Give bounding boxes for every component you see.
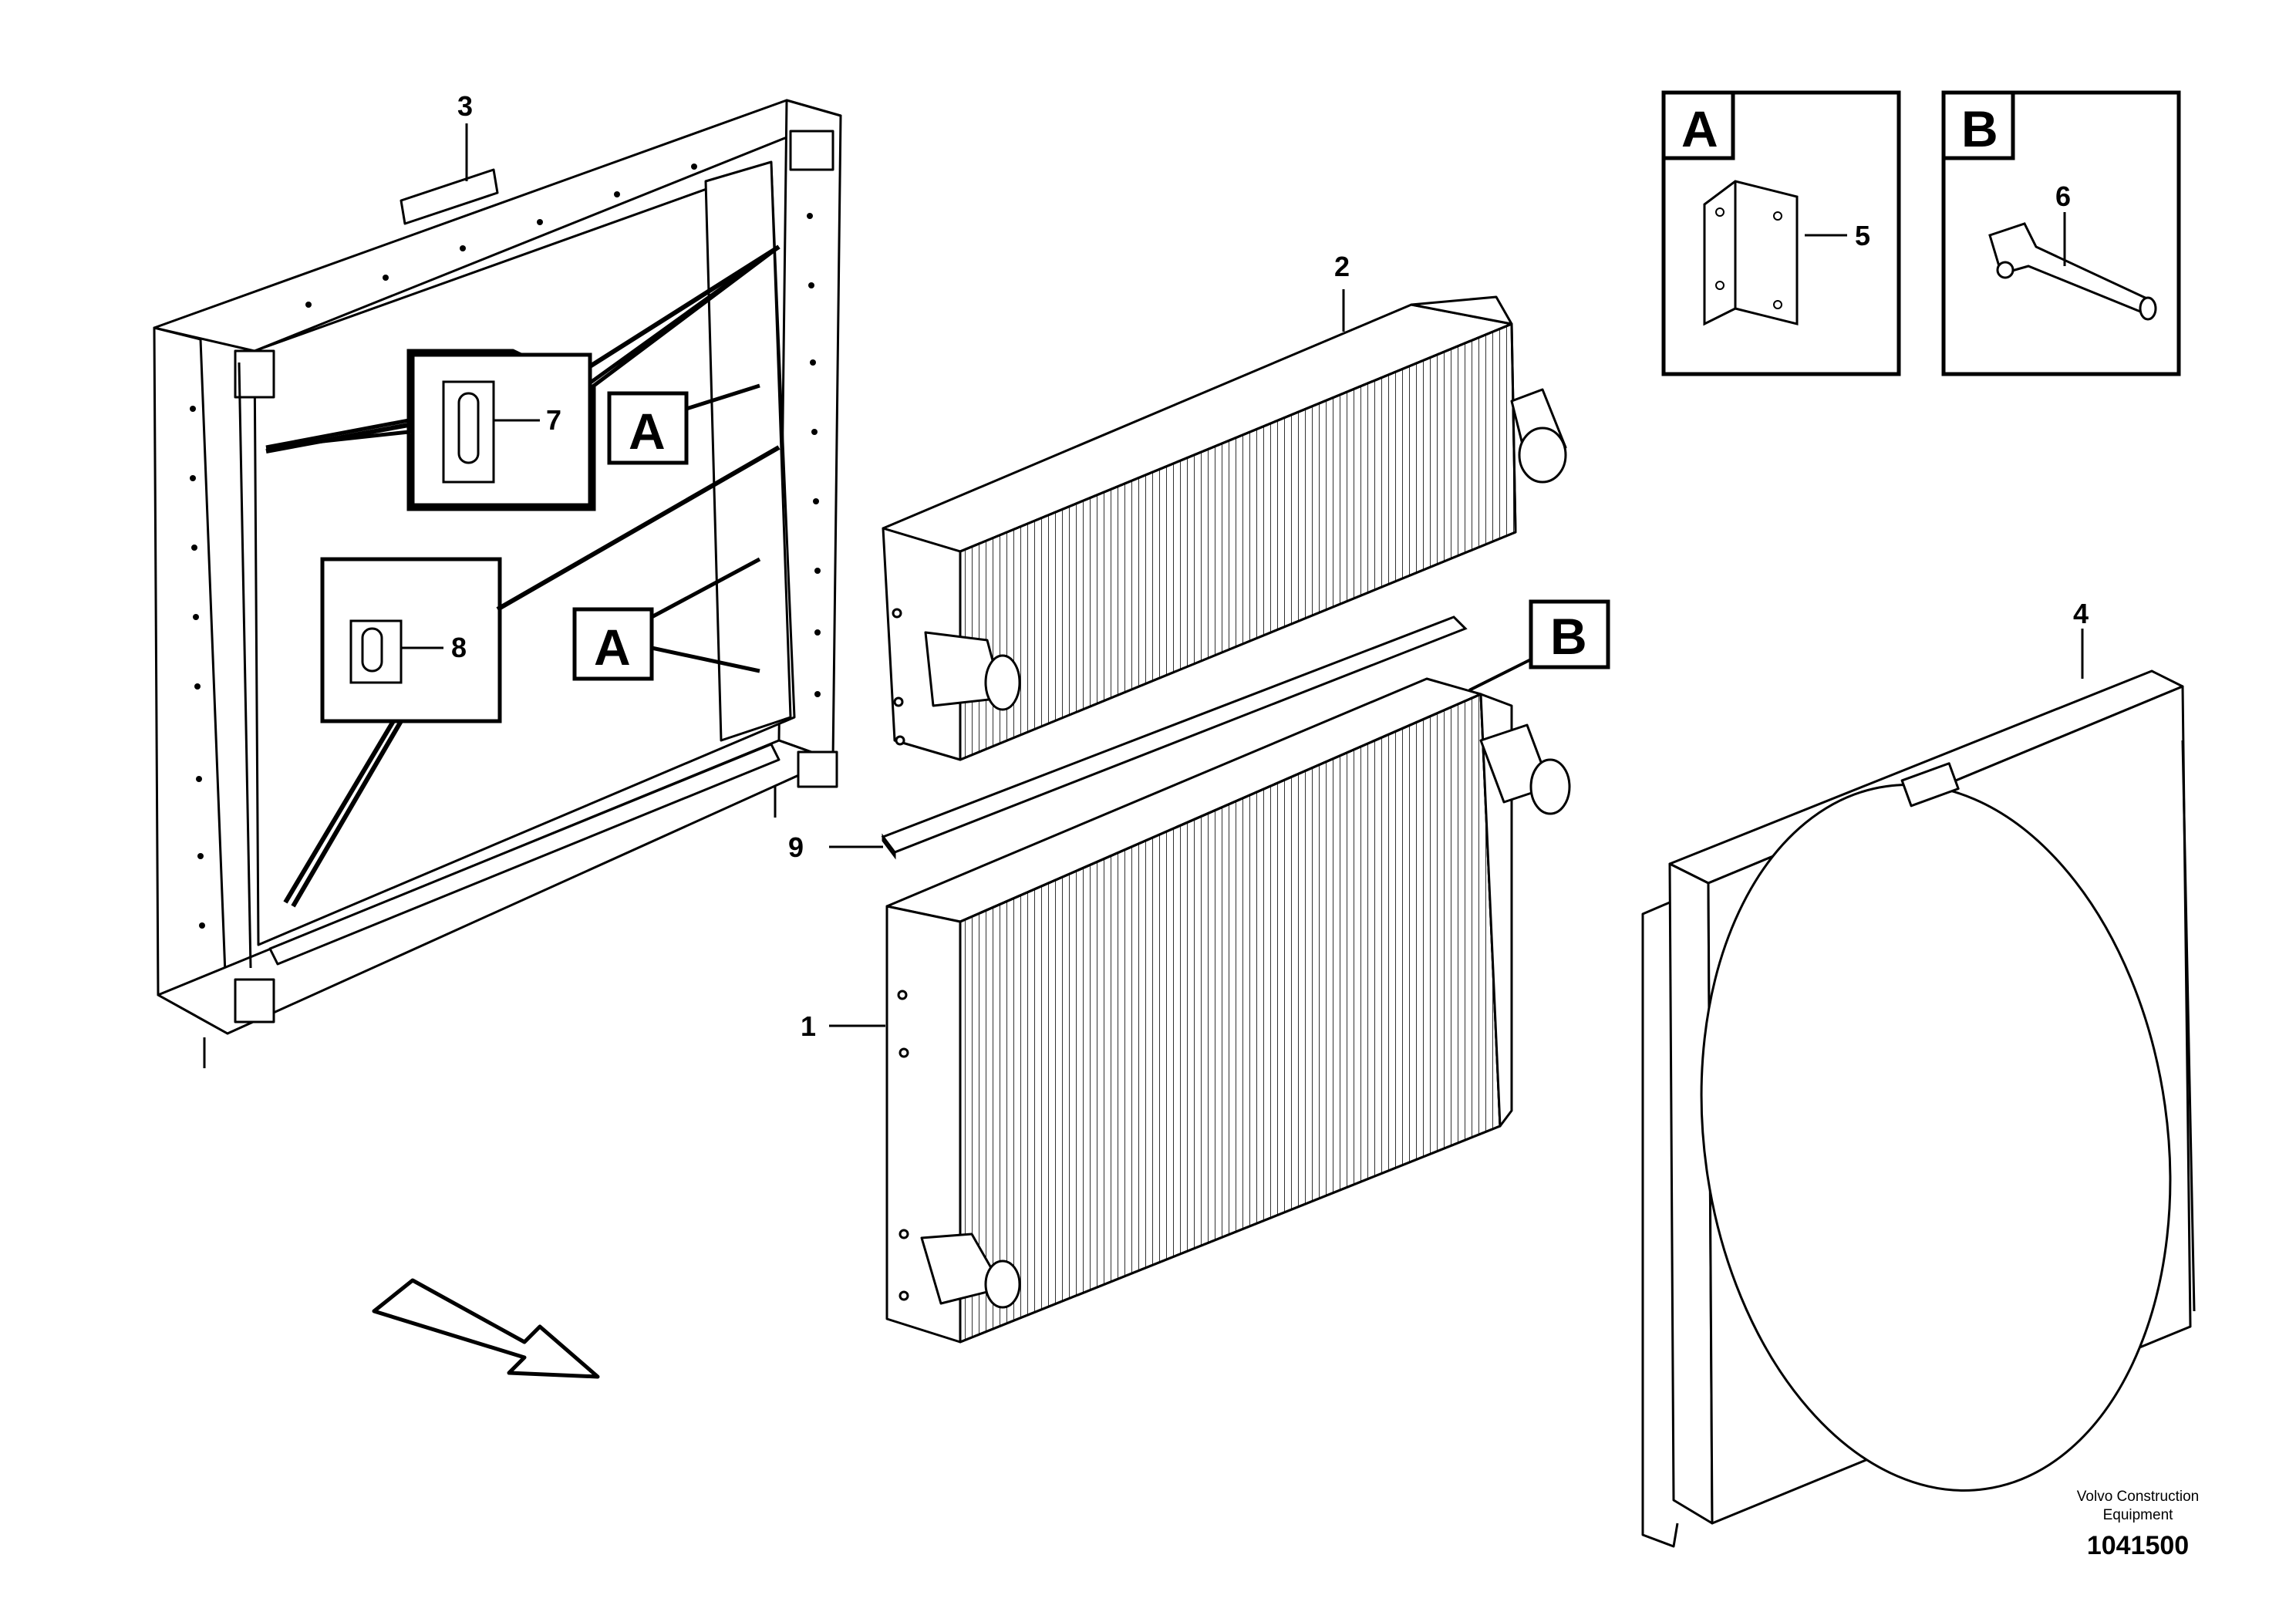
detail-box-7 — [265, 244, 781, 511]
detail-a-letter: A — [1681, 100, 1718, 157]
spacer-part-8-icon — [349, 619, 403, 684]
callout-7: 7 — [546, 404, 561, 436]
frame-bolt-holes — [190, 164, 821, 929]
company-name-line2: Equipment — [2103, 1507, 2174, 1523]
callout-2: 2 — [1334, 251, 1350, 282]
callout-9: 9 — [788, 831, 804, 863]
drawing-number: 1041500 — [2087, 1531, 2189, 1560]
detail-b-letter: B — [1961, 100, 1998, 157]
company-name-line1: Volvo Construction — [2077, 1489, 2199, 1505]
view-b-letter: B — [1550, 608, 1587, 665]
spacer-part-7-icon — [442, 380, 495, 484]
callout-5: 5 — [1855, 220, 1870, 251]
view-b-label — [1468, 599, 1610, 692]
view-a-letter-lower: A — [594, 619, 631, 676]
fan-shroud — [1641, 669, 2196, 1548]
seal-strip — [881, 615, 1468, 860]
detail-view-b — [1941, 90, 2181, 376]
view-a-label-upper — [607, 383, 760, 465]
charge-air-cooler — [882, 295, 1567, 761]
callout-8: 8 — [451, 632, 467, 663]
callout-1: 1 — [801, 1010, 816, 1042]
callout-6: 6 — [2055, 180, 2071, 212]
callout-4: 4 — [2073, 598, 2089, 629]
view-a-label-lower — [572, 557, 761, 681]
radiator — [885, 677, 1571, 1344]
detail-view-a — [1661, 90, 1901, 376]
callout-3: 3 — [457, 90, 473, 122]
direction-arrow-icon — [372, 1278, 600, 1379]
view-a-letter-upper: A — [629, 403, 666, 460]
radiator-frame — [153, 99, 842, 1068]
